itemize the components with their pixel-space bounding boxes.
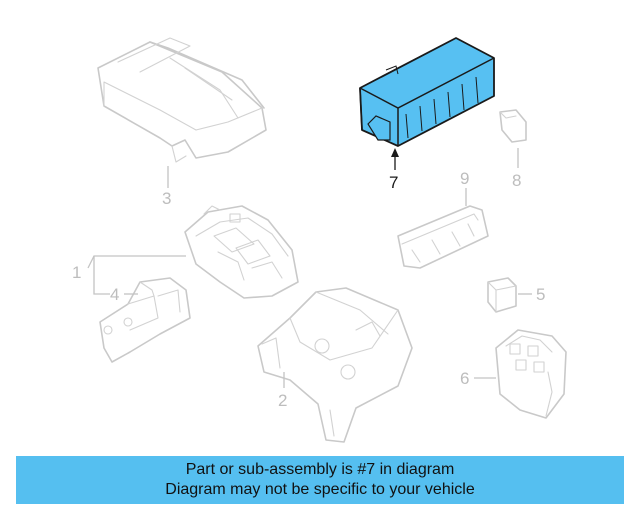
callout-8: 8 xyxy=(512,171,521,190)
callout-1: 1 xyxy=(72,263,81,282)
part-9-connector[interactable] xyxy=(397,205,489,269)
callout-6: 6 xyxy=(460,369,469,388)
part-4-bracket[interactable] xyxy=(99,277,191,363)
callout-9: 9 xyxy=(460,169,469,188)
callout-2: 2 xyxy=(278,391,287,410)
part-8-clip[interactable] xyxy=(499,109,527,143)
part-2-tray[interactable] xyxy=(257,287,413,443)
callout-4: 4 xyxy=(110,285,119,304)
banner-line-2: Diagram may not be specific to your vehi… xyxy=(165,481,475,498)
part-5-relay[interactable] xyxy=(487,277,517,313)
callout-3: 3 xyxy=(162,189,171,208)
part-6-socket[interactable] xyxy=(495,329,567,419)
parts-diagram: 1 2 3 4 5 6 7 8 9 xyxy=(72,37,567,443)
part-3-cover[interactable] xyxy=(97,37,267,163)
banner-line-1: Part or sub-assembly is #7 in diagram xyxy=(185,461,455,478)
part-7-fuse-block-highlighted[interactable] xyxy=(359,37,495,147)
part-1-fuse-box[interactable] xyxy=(184,205,299,299)
callout-5: 5 xyxy=(536,285,545,304)
leader-lines xyxy=(87,148,532,388)
caption-banner: Part or sub-assembly is #7 in diagram Di… xyxy=(16,456,624,504)
callout-7: 7 xyxy=(389,173,398,192)
